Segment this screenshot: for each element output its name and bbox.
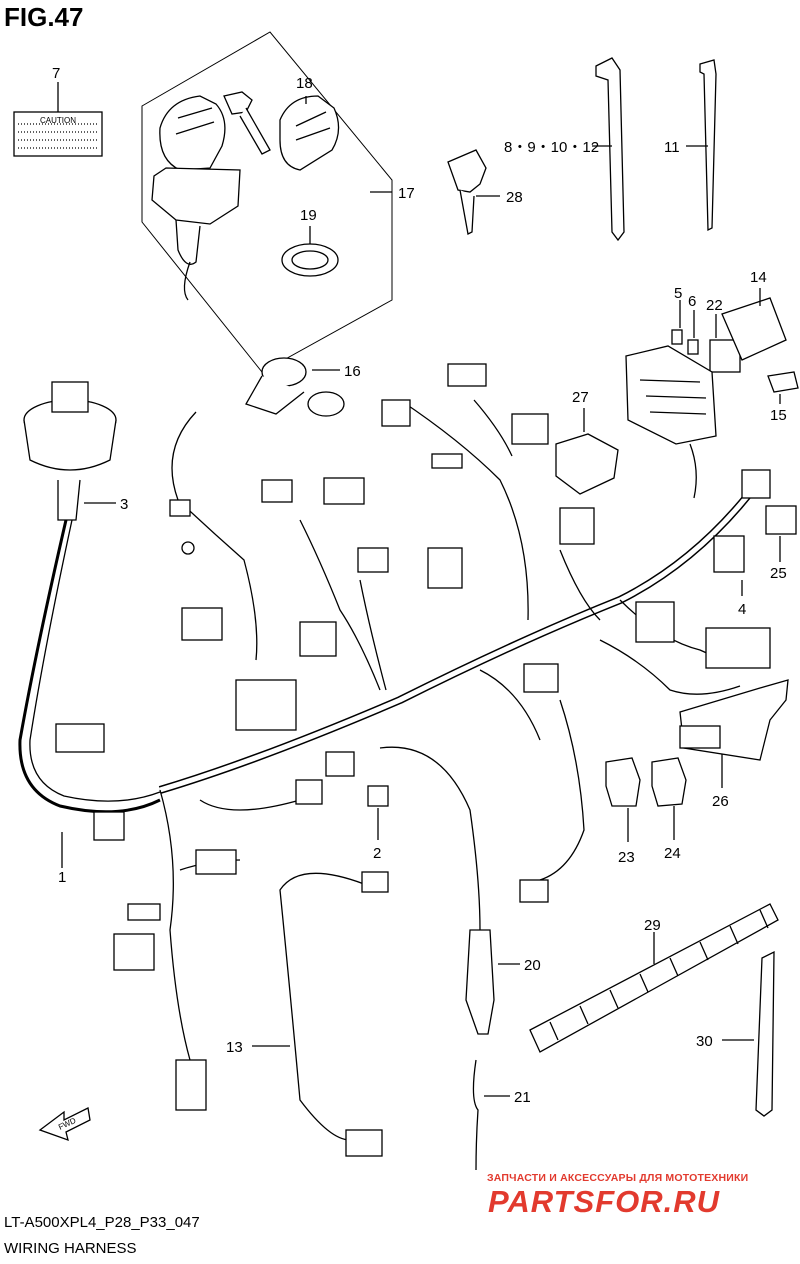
callout-1: 1 (58, 869, 66, 886)
watermark-logo-text: PARTSFOR.RU (488, 1184, 721, 1218)
callout-29: 29 (644, 917, 661, 934)
forward-direction-arrow: FWD (38, 1107, 91, 1142)
control-module (555, 408, 619, 495)
callout-2: 2 (373, 845, 381, 862)
callout-25: 25 (770, 565, 787, 582)
diagram-code: LT-A500XPL4_P28_P33_047 (4, 1214, 200, 1231)
ignition-switch-group (141, 31, 393, 373)
sub-harness (252, 808, 389, 1157)
callout-30: 30 (696, 1033, 713, 1050)
callout-17: 17 (398, 185, 415, 202)
callout-16: 16 (344, 363, 361, 380)
callout-6: 6 (688, 293, 696, 310)
callout-20: 20 (524, 957, 541, 974)
cable-ties (592, 57, 717, 242)
callout-18: 18 (296, 75, 313, 92)
fuse-relay-group (625, 288, 799, 499)
callout-26: 26 (712, 793, 729, 810)
callout-22: 22 (706, 297, 723, 314)
callout-5: 5 (674, 285, 682, 302)
power-socket (245, 357, 345, 417)
main-harness (18, 363, 797, 1111)
corrugated-tube (529, 903, 779, 1117)
caution-label-part: CAUTION (13, 82, 103, 157)
callout-15: 15 (770, 407, 787, 424)
callout-24: 24 (664, 845, 681, 862)
callout-7: 7 (52, 65, 60, 82)
watermark-subtitle: ЗАПЧАСТИ И АКСЕССУАРЫ ДЛЯ МОТОТЕХНИКИ (487, 1172, 749, 1184)
callout-21: 21 (514, 1089, 531, 1106)
callout-28: 28 (506, 189, 523, 206)
callout-13: 13 (226, 1039, 243, 1056)
callout-19: 19 (300, 207, 317, 224)
key-part (447, 149, 500, 235)
callout-3: 3 (120, 496, 128, 513)
callout-14: 14 (750, 269, 767, 286)
caution-label-text: CAUTION (40, 116, 76, 125)
callout-11: 11 (664, 139, 680, 156)
callout-4: 4 (738, 601, 746, 618)
callout-8-9-10-12: 8・9・10・12 (504, 139, 599, 156)
callout-23: 23 (618, 849, 635, 866)
callout-27: 27 (572, 389, 589, 406)
bracket-and-covers (605, 536, 789, 842)
oxygen-sensor (465, 929, 520, 1171)
figure-title: FIG.47 (4, 2, 84, 32)
callout-labels: 7 18 17 19 8・9・10・12 11 28 5 6 22 14 15 … (52, 65, 787, 1106)
diagram-title: WIRING HARNESS (4, 1240, 137, 1257)
watermark-logo: PARTSFOR.RU (488, 1184, 721, 1218)
